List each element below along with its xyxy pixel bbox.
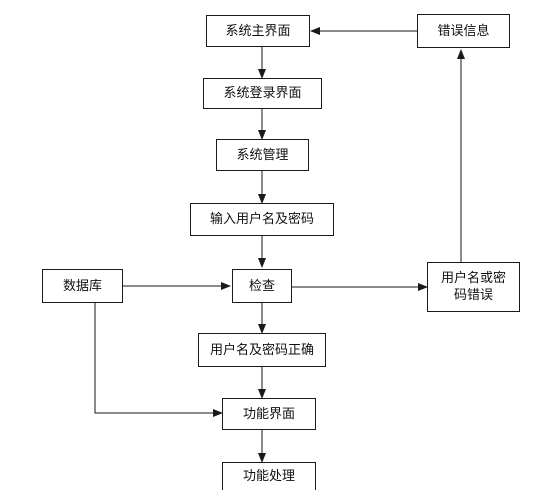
- node-check-label: 检查: [248, 278, 275, 294]
- node-credentials-wrong: 用户名或密码错误: [427, 262, 520, 312]
- node-credentials-correct: 用户名及密码正确: [198, 333, 326, 367]
- node-database-label: 数据库: [62, 278, 102, 294]
- node-login-ui: 系统登录界面: [203, 78, 322, 109]
- node-system-manage-label: 系统管理: [236, 147, 289, 163]
- node-function-process-label: 功能处理: [242, 469, 295, 484]
- node-login-ui-label: 系统登录界面: [223, 86, 302, 101]
- node-check: 检查: [232, 269, 292, 303]
- node-error-info: 错误信息: [417, 14, 510, 48]
- node-input-credentials-label: 输入用户名及密码: [209, 212, 314, 227]
- node-function-ui-label: 功能界面: [242, 406, 295, 422]
- node-main-ui-label: 系统主界面: [225, 23, 291, 39]
- node-database: 数据库: [42, 269, 123, 303]
- node-function-process: 功能处理: [222, 462, 316, 490]
- node-credentials-correct-label: 用户名及密码正确: [209, 342, 314, 358]
- node-main-ui: 系统主界面: [206, 15, 310, 47]
- node-credentials-wrong-label: 用户名或密码错误: [440, 271, 506, 303]
- node-input-credentials: 输入用户名及密码: [190, 203, 334, 236]
- edge-database-to-func: [94, 303, 223, 417]
- node-error-info-label: 错误信息: [437, 23, 490, 39]
- node-function-ui: 功能界面: [222, 398, 316, 430]
- node-system-manage: 系统管理: [216, 139, 309, 171]
